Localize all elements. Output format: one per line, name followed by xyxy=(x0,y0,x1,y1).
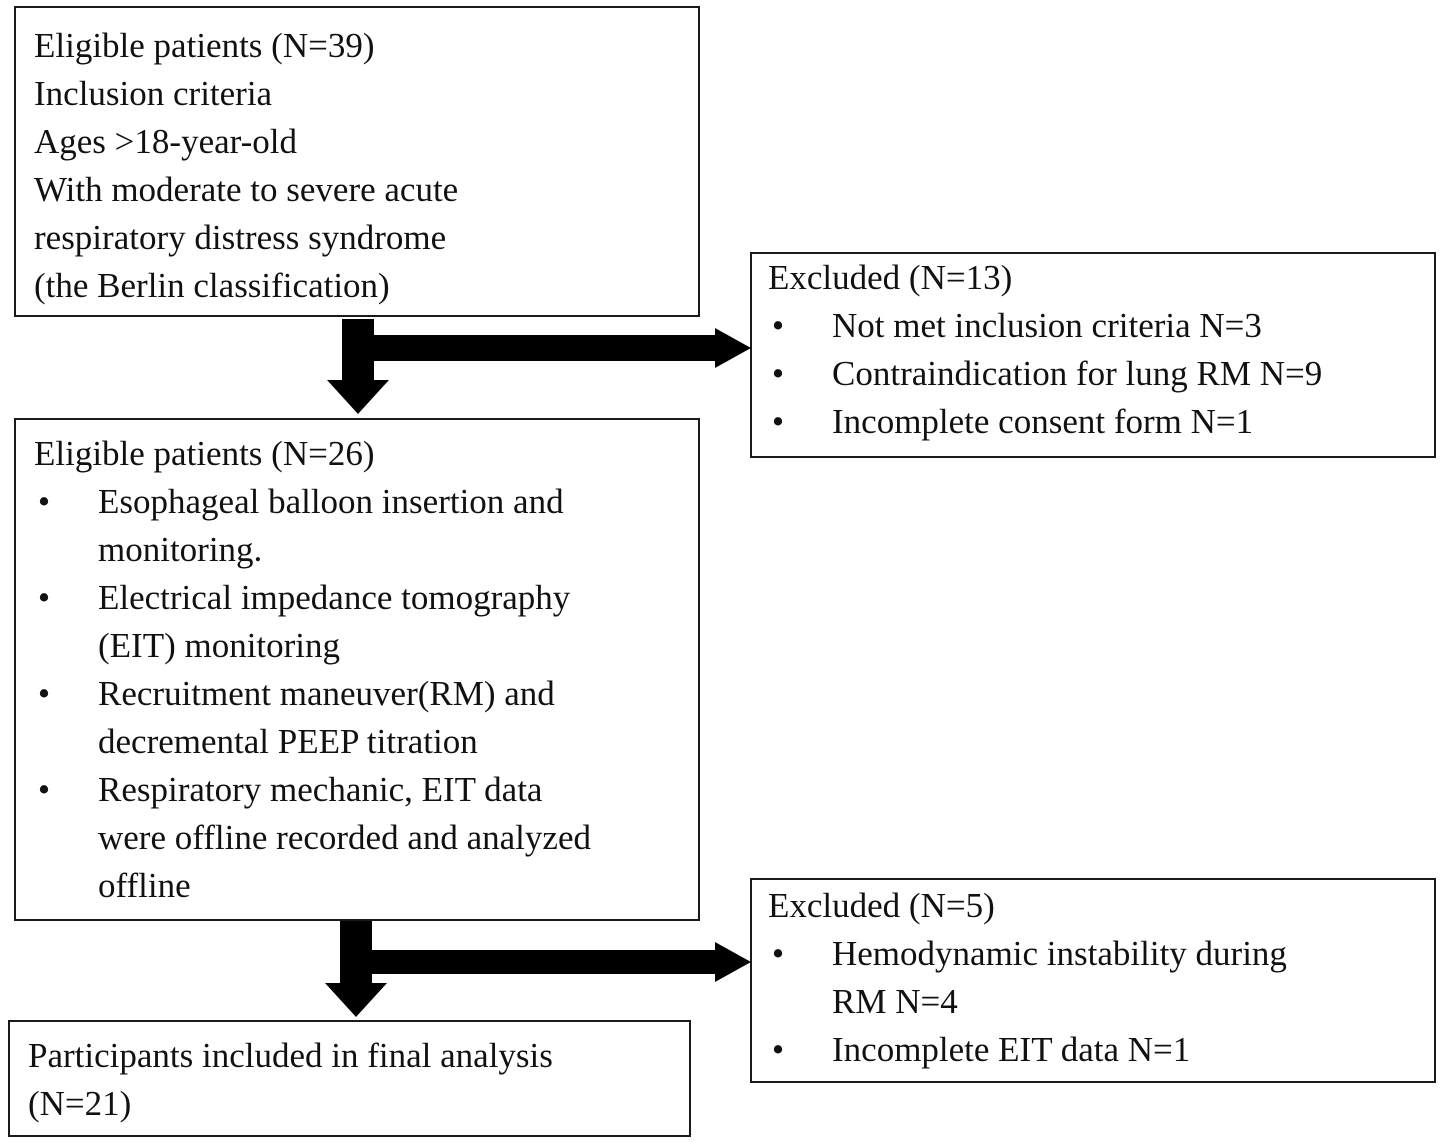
box2-item-line: monitoring. xyxy=(98,530,263,569)
box1-line-3: Ages >18-year-old xyxy=(34,122,297,161)
arrow-right-head-2 xyxy=(715,942,751,982)
box-excluded-5: Excluded (N=5) • Hemodynamic instability… xyxy=(750,878,1436,1083)
box2-item-line: decremental PEEP titration xyxy=(98,722,478,761)
box-final-analysis: Participants included in final analysis … xyxy=(8,1020,691,1137)
excluded2-item: • Incomplete EIT data N=1 xyxy=(768,1026,1434,1074)
final-line-1: Participants included in final analysis xyxy=(28,1036,553,1075)
excluded2-item-line: RM N=4 xyxy=(832,982,958,1021)
excluded1-item: • Incomplete consent form N=1 xyxy=(768,398,1434,446)
bullet-icon: • xyxy=(771,934,785,973)
box1-line-5: respiratory distress syndrome xyxy=(34,218,447,257)
bullet-icon: • xyxy=(771,1030,785,1069)
bullet-icon: • xyxy=(771,402,785,441)
box2-item-line: offline xyxy=(98,866,191,905)
box2-item-line: Recruitment maneuver(RM) and xyxy=(98,674,555,713)
box2-title: Eligible patients (N=26) xyxy=(34,434,375,473)
box2-item-line: Respiratory mechanic, EIT data xyxy=(98,770,543,809)
box-eligible-26: Eligible patients (N=26) • Esophageal ba… xyxy=(14,418,700,921)
box2-item: • Esophageal balloon insertion and monit… xyxy=(34,478,698,574)
box2-item-line: Electrical impedance tomography xyxy=(98,578,571,617)
box2-item-line: (EIT) monitoring xyxy=(98,626,341,665)
arrow-right-head-1 xyxy=(715,328,751,368)
bullet-icon: • xyxy=(37,482,51,521)
arrow-right-shaft-1 xyxy=(374,335,716,361)
box2-item-line: were offline recorded and analyzed xyxy=(98,818,591,857)
arrow-down-head-1 xyxy=(327,380,389,414)
excluded2-title: Excluded (N=5) xyxy=(768,886,995,925)
excluded1-item-text: Contraindication for lung RM N=9 xyxy=(832,354,1323,393)
arrow-right-shaft-2 xyxy=(372,950,716,974)
box1-line-4: With moderate to severe acute xyxy=(34,170,459,209)
excluded2-item-line: Incomplete EIT data N=1 xyxy=(832,1030,1191,1069)
excluded1-item: • Contraindication for lung RM N=9 xyxy=(768,350,1434,398)
box2-item-line: Esophageal balloon insertion and xyxy=(98,482,564,521)
bullet-icon: • xyxy=(37,578,51,617)
excluded2-item: • Hemodynamic instability during RM N=4 xyxy=(768,930,1434,1026)
arrow-down-shaft-2 xyxy=(340,921,372,984)
excluded1-item-text: Not met inclusion criteria N=3 xyxy=(832,306,1262,345)
box-eligible-39: Eligible patients (N=39) Inclusion crite… xyxy=(14,6,700,317)
box2-item: • Recruitment maneuver(RM) and decrement… xyxy=(34,670,698,766)
bullet-icon: • xyxy=(37,770,51,809)
excluded1-item: • Not met inclusion criteria N=3 xyxy=(768,302,1434,350)
box1-line-1: Eligible patients (N=39) xyxy=(34,26,375,65)
excluded1-item-text: Incomplete consent form N=1 xyxy=(832,402,1254,441)
excluded2-item-line: Hemodynamic instability during xyxy=(832,934,1287,973)
arrow-down-head-2 xyxy=(325,983,387,1017)
arrow-down-shaft-1 xyxy=(342,319,374,381)
excluded1-title: Excluded (N=13) xyxy=(768,258,1013,297)
bullet-icon: • xyxy=(771,354,785,393)
box-excluded-13: Excluded (N=13) • Not met inclusion crit… xyxy=(750,252,1436,458)
box2-item: • Electrical impedance tomography (EIT) … xyxy=(34,574,698,670)
bullet-icon: • xyxy=(771,306,785,345)
box2-item: • Respiratory mechanic, EIT data were of… xyxy=(34,766,698,910)
final-line-2: (N=21) xyxy=(28,1084,132,1123)
box1-line-2: Inclusion criteria xyxy=(34,74,273,113)
bullet-icon: • xyxy=(37,674,51,713)
box1-line-6: (the Berlin classification) xyxy=(34,266,390,305)
